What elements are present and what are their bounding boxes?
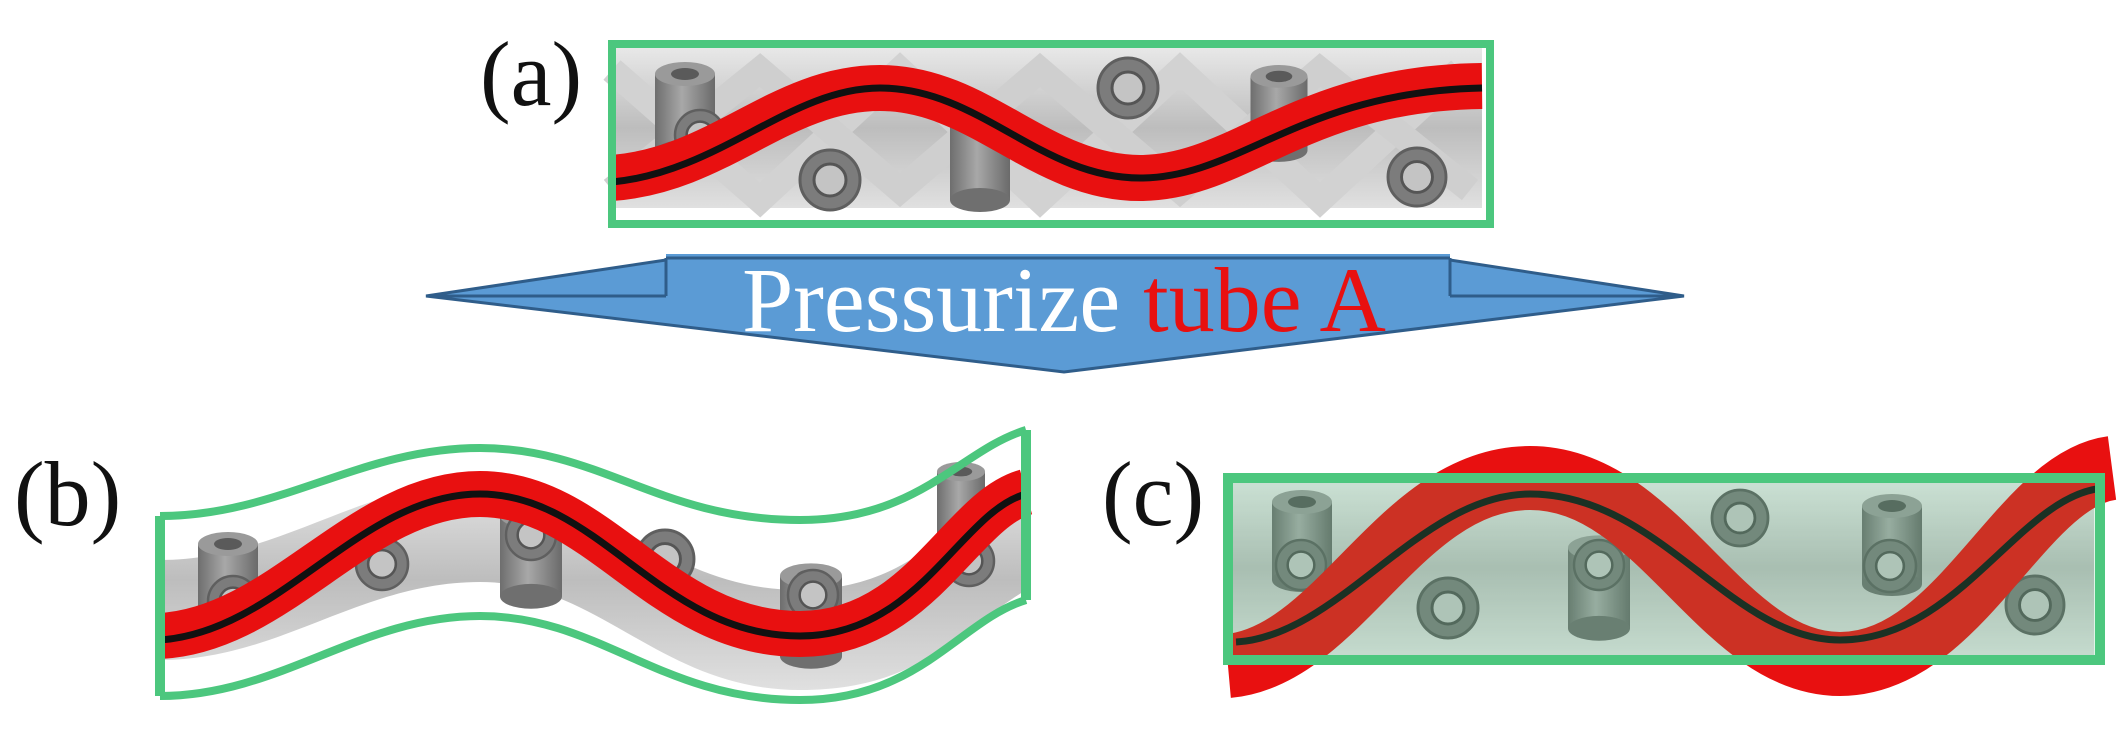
frame-panel-b — [155, 426, 1031, 705]
arrow-caption: Pressurize tube A — [0, 254, 2128, 346]
tube-a-panel-c — [1223, 436, 2119, 698]
frame-panel-c — [1223, 473, 2105, 665]
panel-c — [1223, 436, 2119, 698]
panel-c-label: (c) — [1102, 443, 1205, 545]
frame-panel-a — [608, 40, 1494, 228]
ring-icon — [1096, 56, 1160, 120]
ring-icon — [1386, 146, 1448, 208]
panel-a — [603, 40, 1494, 228]
pressurize-arrow — [425, 254, 1685, 374]
centerline-panel-c — [1235, 484, 2105, 646]
panel-a-label: (a) — [480, 23, 583, 125]
panel-b — [155, 426, 1034, 705]
ring-icon — [798, 148, 862, 212]
panel-b-label: (b) — [14, 443, 122, 545]
arrow-caption-target: tube A — [1143, 249, 1386, 351]
arrow-caption-action: Pressurize — [742, 249, 1144, 351]
centerline-panel-b — [159, 490, 1028, 644]
centerline-panel-a — [611, 84, 1483, 186]
